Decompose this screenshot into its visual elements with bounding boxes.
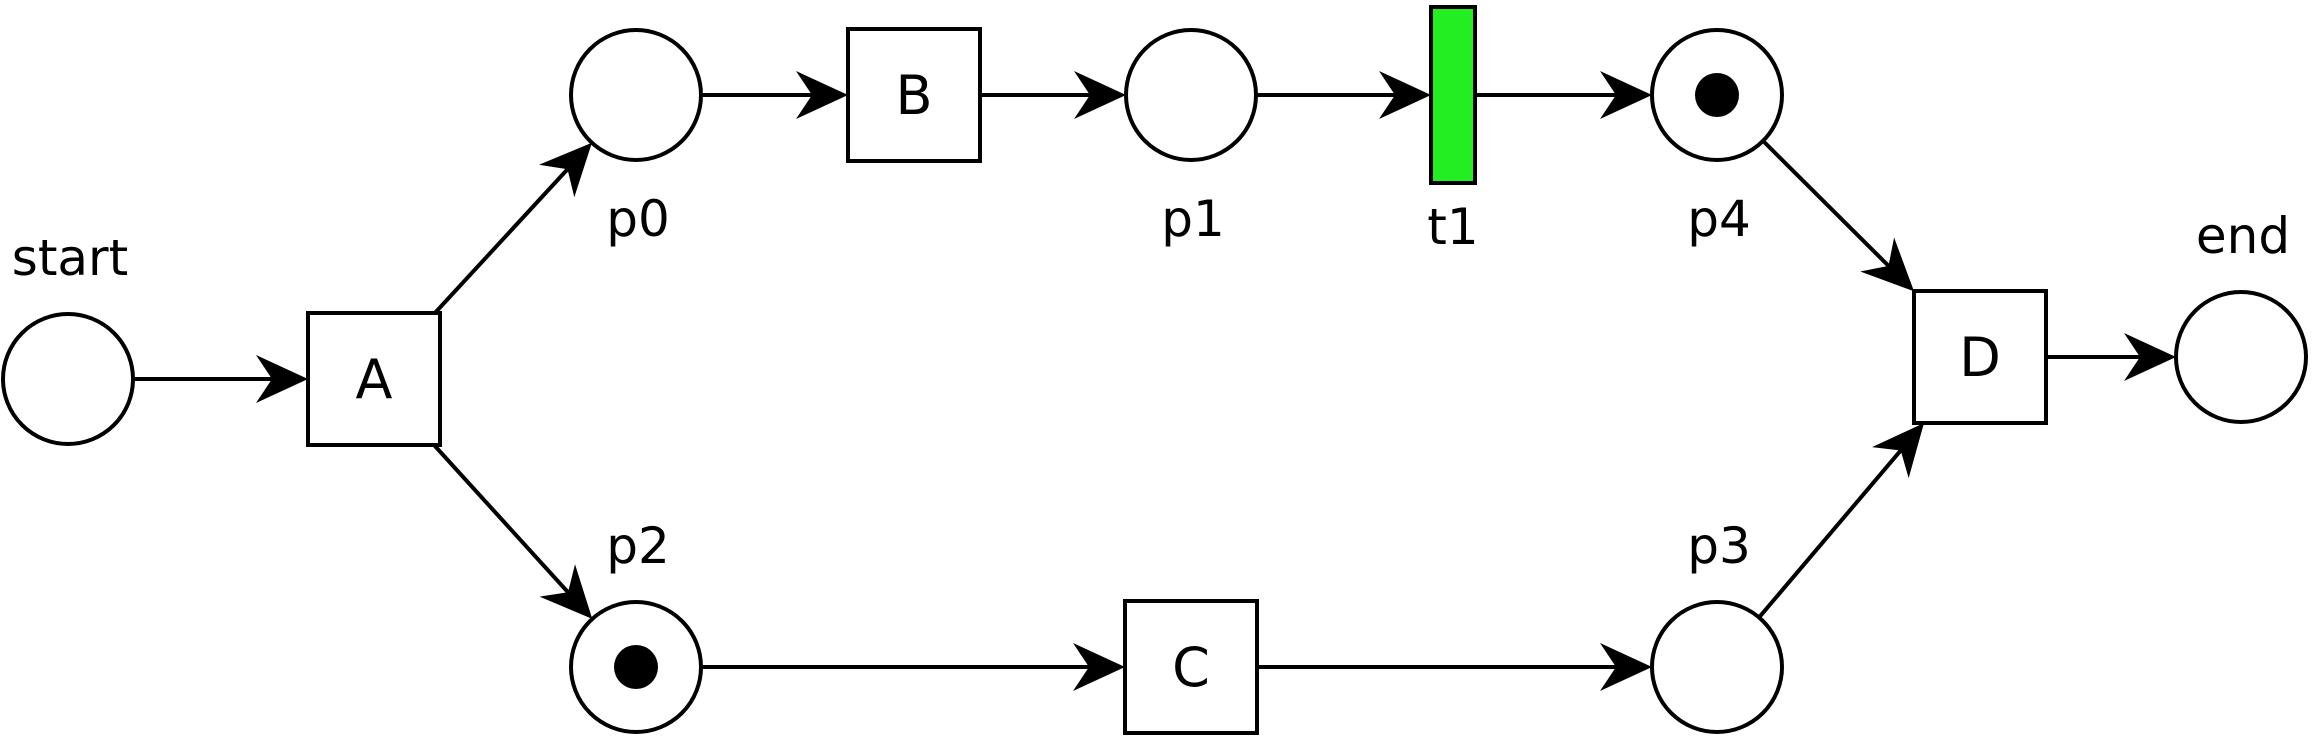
place-p2[interactable] bbox=[569, 600, 703, 734]
place-p4[interactable] bbox=[1650, 28, 1784, 162]
arc-p4-D bbox=[1761, 139, 1914, 292]
transition-box[interactable] bbox=[1429, 5, 1477, 185]
transition-label-D: D bbox=[1959, 326, 2001, 389]
token-icon bbox=[1695, 73, 1739, 117]
place-p0[interactable] bbox=[569, 28, 703, 162]
transition-box[interactable] bbox=[846, 27, 982, 163]
place-p1[interactable] bbox=[1124, 28, 1258, 162]
transition-label-C: C bbox=[1172, 636, 1210, 699]
transition-C[interactable] bbox=[1123, 599, 1259, 735]
arc-D-end bbox=[2046, 333, 2176, 381]
place-label-end: end bbox=[2196, 207, 2290, 265]
transition-D[interactable] bbox=[1912, 289, 2048, 425]
arc-p1-t1 bbox=[1256, 71, 1431, 119]
place-start[interactable] bbox=[1, 312, 135, 446]
arc-A-p0 bbox=[433, 142, 592, 315]
place-end[interactable] bbox=[2174, 290, 2308, 424]
transition-label-A: A bbox=[356, 348, 393, 411]
place-circle[interactable] bbox=[569, 28, 703, 162]
transition-B[interactable] bbox=[846, 27, 982, 163]
transition-label-t1: t1 bbox=[1427, 198, 1478, 256]
transition-box[interactable] bbox=[1123, 599, 1259, 735]
place-p3[interactable] bbox=[1650, 600, 1784, 734]
token-icon bbox=[614, 645, 658, 689]
transition-box[interactable] bbox=[306, 311, 442, 447]
place-circle[interactable] bbox=[1650, 600, 1784, 734]
arc-p0-B bbox=[701, 71, 848, 119]
place-label-p0: p0 bbox=[606, 190, 670, 248]
place-circle[interactable] bbox=[1124, 28, 1258, 162]
place-circle[interactable] bbox=[2174, 290, 2308, 424]
transition-t1[interactable] bbox=[1429, 5, 1477, 185]
place-circle[interactable] bbox=[1, 312, 135, 446]
arc-p3-D bbox=[1757, 423, 1925, 619]
transition-A[interactable] bbox=[306, 311, 442, 447]
transition-label-B: B bbox=[895, 64, 932, 127]
place-label-p2: p2 bbox=[606, 517, 670, 575]
nodes-layer bbox=[1, 5, 2308, 735]
place-label-start: start bbox=[12, 229, 128, 287]
arc-C-p3 bbox=[1257, 643, 1652, 691]
arcs-layer bbox=[133, 71, 2176, 691]
arc-A-p2 bbox=[432, 443, 593, 619]
place-label-p1: p1 bbox=[1161, 190, 1225, 248]
arc-p2-C bbox=[701, 643, 1125, 691]
transition-box[interactable] bbox=[1912, 289, 2048, 425]
arc-start-A bbox=[133, 355, 308, 403]
arc-B-p1 bbox=[980, 71, 1126, 119]
arc-t1-p4 bbox=[1475, 71, 1652, 119]
place-label-p3: p3 bbox=[1687, 517, 1751, 575]
place-label-p4: p4 bbox=[1687, 190, 1751, 248]
